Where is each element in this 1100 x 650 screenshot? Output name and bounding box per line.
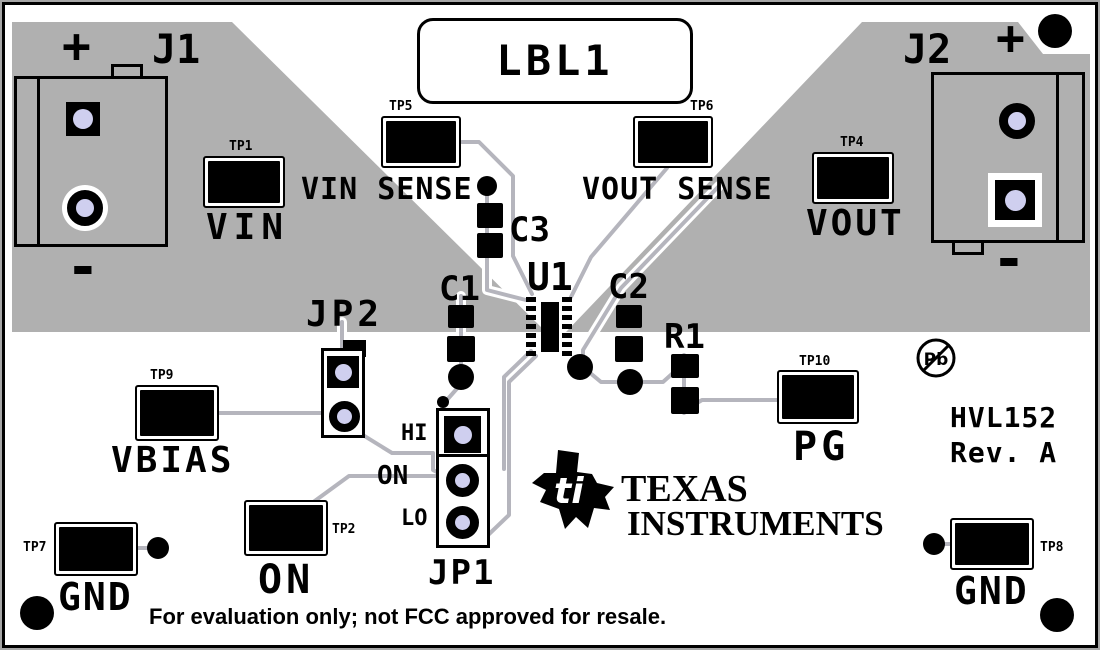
jp1-pin-lo-pad xyxy=(446,506,479,539)
j2-divider-line xyxy=(1056,75,1059,240)
board-model: HVL152 xyxy=(950,401,1058,434)
mounting-hole-top-right xyxy=(1038,14,1072,48)
c1-pad xyxy=(448,305,474,328)
tp4-label: VOUT xyxy=(806,203,905,244)
c3-pad xyxy=(477,203,503,228)
pb-free-icon: Pb xyxy=(916,338,956,378)
j2-negative-pad xyxy=(988,173,1042,227)
testpoint-tp2 xyxy=(244,500,328,556)
brand-name-line1: TEXAS xyxy=(621,468,748,510)
tp8-ref: TP8 xyxy=(1040,540,1064,555)
mounting-hole-bottom-right xyxy=(1040,598,1074,632)
c3-pad xyxy=(477,233,503,258)
j2-positive-marker: + xyxy=(996,10,1025,66)
tp10-label: PG xyxy=(793,424,850,470)
c2-pad xyxy=(615,336,643,362)
u1-ref: U1 xyxy=(527,255,573,299)
testpoint-tp6 xyxy=(633,116,713,168)
c1-ref: C1 xyxy=(439,269,480,309)
r1-pad xyxy=(671,387,699,414)
testpoint-tp7 xyxy=(54,522,138,576)
tp7-via xyxy=(147,537,169,559)
sense-via xyxy=(477,176,497,196)
j1-positive-pad xyxy=(66,102,100,136)
r1-pad xyxy=(671,354,699,378)
tp1-label: VIN xyxy=(206,207,290,248)
board-label: LBL1 xyxy=(496,36,614,85)
tp4-ref: TP4 xyxy=(840,135,864,150)
j1-ref: J1 xyxy=(152,27,201,73)
jp1-ref: JP1 xyxy=(428,553,496,593)
tp10-ref: TP10 xyxy=(799,354,831,369)
connector-j2 xyxy=(931,72,1085,255)
testpoint-tp5 xyxy=(381,116,461,168)
tp9-ref: TP9 xyxy=(150,368,174,383)
testpoint-tp4 xyxy=(812,152,894,204)
u1-right-pins xyxy=(562,297,572,357)
board-label-box: LBL1 xyxy=(417,18,693,104)
c2-via xyxy=(617,369,643,395)
j1-positive-marker: + xyxy=(62,18,91,74)
j1-negative-marker: - xyxy=(66,235,100,300)
connector-j1 xyxy=(14,64,168,247)
tp5-ref: TP5 xyxy=(389,99,413,114)
board-revision: Rev. A xyxy=(950,436,1058,469)
svg-text:ti: ti xyxy=(554,471,584,512)
j2-tab xyxy=(952,240,984,255)
vias-and-holes xyxy=(20,14,1074,632)
brand-name-line2: INSTRUMENTS xyxy=(627,504,884,543)
testpoint-tp10 xyxy=(777,370,859,424)
c2-ref: C2 xyxy=(608,267,649,307)
r1-ref: R1 xyxy=(664,317,705,357)
jp1-pin-lo-label: LO xyxy=(401,506,428,531)
u1-body xyxy=(541,302,559,352)
tp6-ref: TP6 xyxy=(690,99,714,114)
jp1-divider-line xyxy=(439,454,487,457)
j2-positive-pad xyxy=(999,103,1035,139)
jp2-ref: JP2 xyxy=(306,294,384,335)
j1-divider-line xyxy=(37,79,40,244)
j1-negative-pad xyxy=(62,185,108,231)
tp1-ref: TP1 xyxy=(229,139,253,154)
jp1-pin-on-label: ON xyxy=(377,461,409,491)
u1-via xyxy=(567,354,593,380)
j2-negative-marker: - xyxy=(992,227,1026,292)
jp1-pin-hi-pad xyxy=(444,416,481,453)
jumper-jp2 xyxy=(321,348,365,438)
jp2-pin1-pad xyxy=(327,356,359,388)
u1-left-pins xyxy=(526,297,536,357)
tp8-label: GND xyxy=(954,569,1029,613)
mounting-hole-bottom-left xyxy=(20,596,54,630)
tp9-label: VBIAS xyxy=(111,440,235,481)
jp1-pin-hi-label: HI xyxy=(401,421,428,446)
c3-ref: C3 xyxy=(509,210,550,250)
jp2-pin2-pad xyxy=(329,401,360,432)
tp7-ref: TP7 xyxy=(23,540,47,555)
testpoint-tp9 xyxy=(135,385,219,441)
c1-via xyxy=(448,364,474,390)
tp2-label: ON xyxy=(258,557,315,603)
testpoint-tp1 xyxy=(203,156,285,208)
ti-logo-texas-icon: ti xyxy=(532,450,614,529)
j2-ref: J2 xyxy=(903,27,952,73)
jp1-pin-on-pad xyxy=(446,464,479,497)
j1-tab xyxy=(111,64,143,79)
tp5-label: VIN SENSE xyxy=(301,172,473,207)
tp2-ref: TP2 xyxy=(332,522,356,537)
jumper-jp1 xyxy=(436,408,490,548)
c1-pad xyxy=(447,336,475,362)
jp1-pin1-marker xyxy=(437,396,449,408)
tp6-label: VOUT SENSE xyxy=(582,172,773,207)
testpoint-tp8 xyxy=(950,518,1034,570)
tp7-label: GND xyxy=(58,575,133,619)
tp8-via xyxy=(923,533,945,555)
disclaimer-text: For evaluation only; not FCC approved fo… xyxy=(149,604,667,629)
c2-pad xyxy=(616,305,642,328)
